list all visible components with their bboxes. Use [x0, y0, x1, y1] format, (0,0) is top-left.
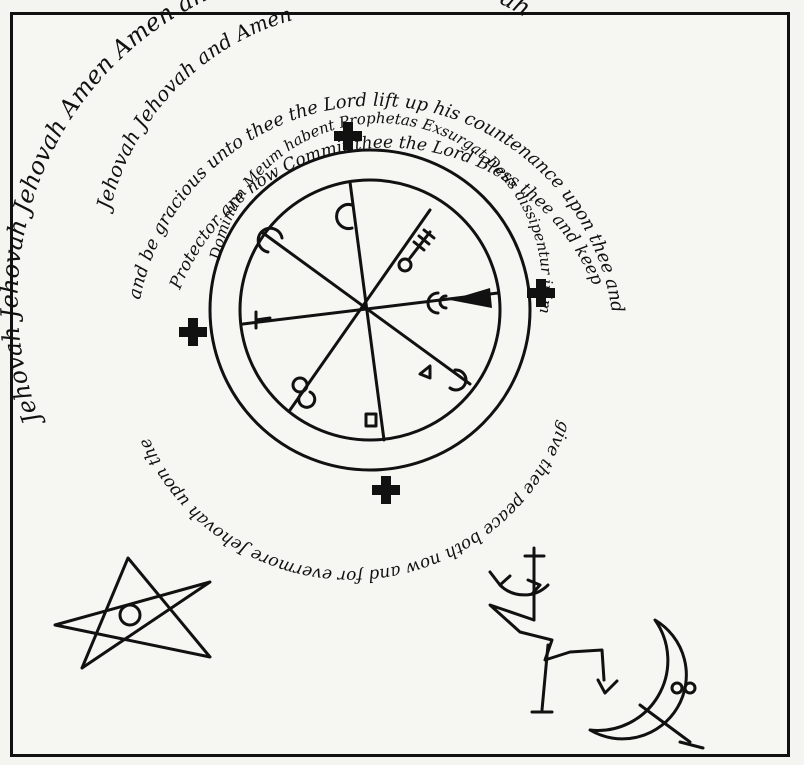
wheel-symbols: [256, 204, 466, 426]
sigil-moon: [490, 548, 703, 748]
wheel-spokes: [243, 182, 498, 440]
cross-bottom: [372, 476, 400, 504]
pentagram: [55, 558, 210, 668]
outer-ring-text: Jehovah Jehovah Jehovah Amen Amen and Je…: [0, 0, 536, 432]
cross-left: [179, 318, 207, 346]
